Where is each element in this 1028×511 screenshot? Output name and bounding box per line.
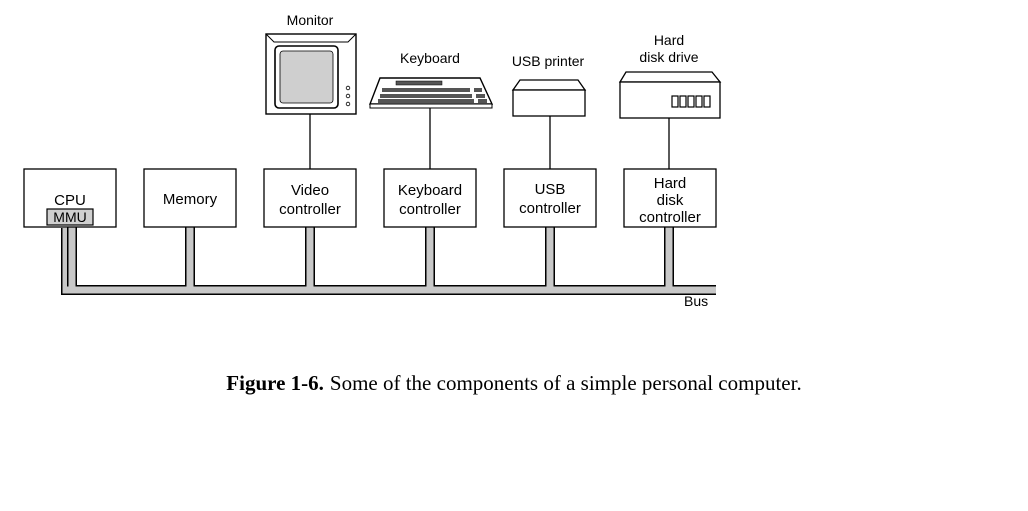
bus-drops [67, 226, 674, 287]
keyboard-icon: Keyboard [368, 50, 494, 109]
monitor-icon: Monitor [265, 12, 357, 115]
figure-caption: Figure 1-6.Some of the components of a s… [0, 371, 1028, 396]
usb-controller-box: USB controller [503, 168, 597, 228]
hard-disk-controller-box: Hard disk controller [623, 168, 717, 228]
memory-label: Memory [163, 191, 218, 208]
keyboard-controller-box: Keyboard controller [383, 168, 477, 228]
figure-caption-text: Some of the components of a simple perso… [329, 371, 802, 395]
keyboard-controller-label-1: Keyboard [398, 182, 462, 199]
mmu-label: MMU [53, 209, 86, 225]
usb-controller-label-2: controller [519, 200, 581, 217]
monitor-label: Monitor [287, 12, 334, 28]
device-cables [309, 108, 670, 169]
mmu-box [46, 208, 94, 226]
bus-label: Bus [684, 293, 708, 309]
hard-disk-controller-label-2: disk [657, 192, 684, 209]
keyboard-controller-label-2: controller [399, 201, 461, 218]
keyboard-label: Keyboard [400, 50, 460, 66]
bus: Bus [61, 226, 716, 309]
usb-controller-label-1: USB [535, 181, 566, 198]
memory-box: Memory [143, 168, 237, 228]
cpu-label: CPU [54, 192, 86, 209]
video-controller-box: Video controller [263, 168, 357, 228]
figure-caption-label: Figure 1-6. [226, 371, 324, 395]
video-controller-label-1: Video [291, 182, 329, 199]
hard-disk-controller-label-3: controller [639, 209, 701, 226]
hard-disk-controller-label-1: Hard [654, 175, 687, 192]
cpu-box: CPU MMU [23, 168, 117, 228]
usb-printer-label: USB printer [512, 53, 585, 69]
printer-icon: USB printer [511, 53, 587, 117]
video-controller-label-2: controller [279, 201, 341, 218]
hdd-label-2: disk drive [639, 49, 698, 65]
hard-disk-drive-icon: Hard disk drive [618, 32, 722, 119]
hdd-label-1: Hard [654, 32, 684, 48]
